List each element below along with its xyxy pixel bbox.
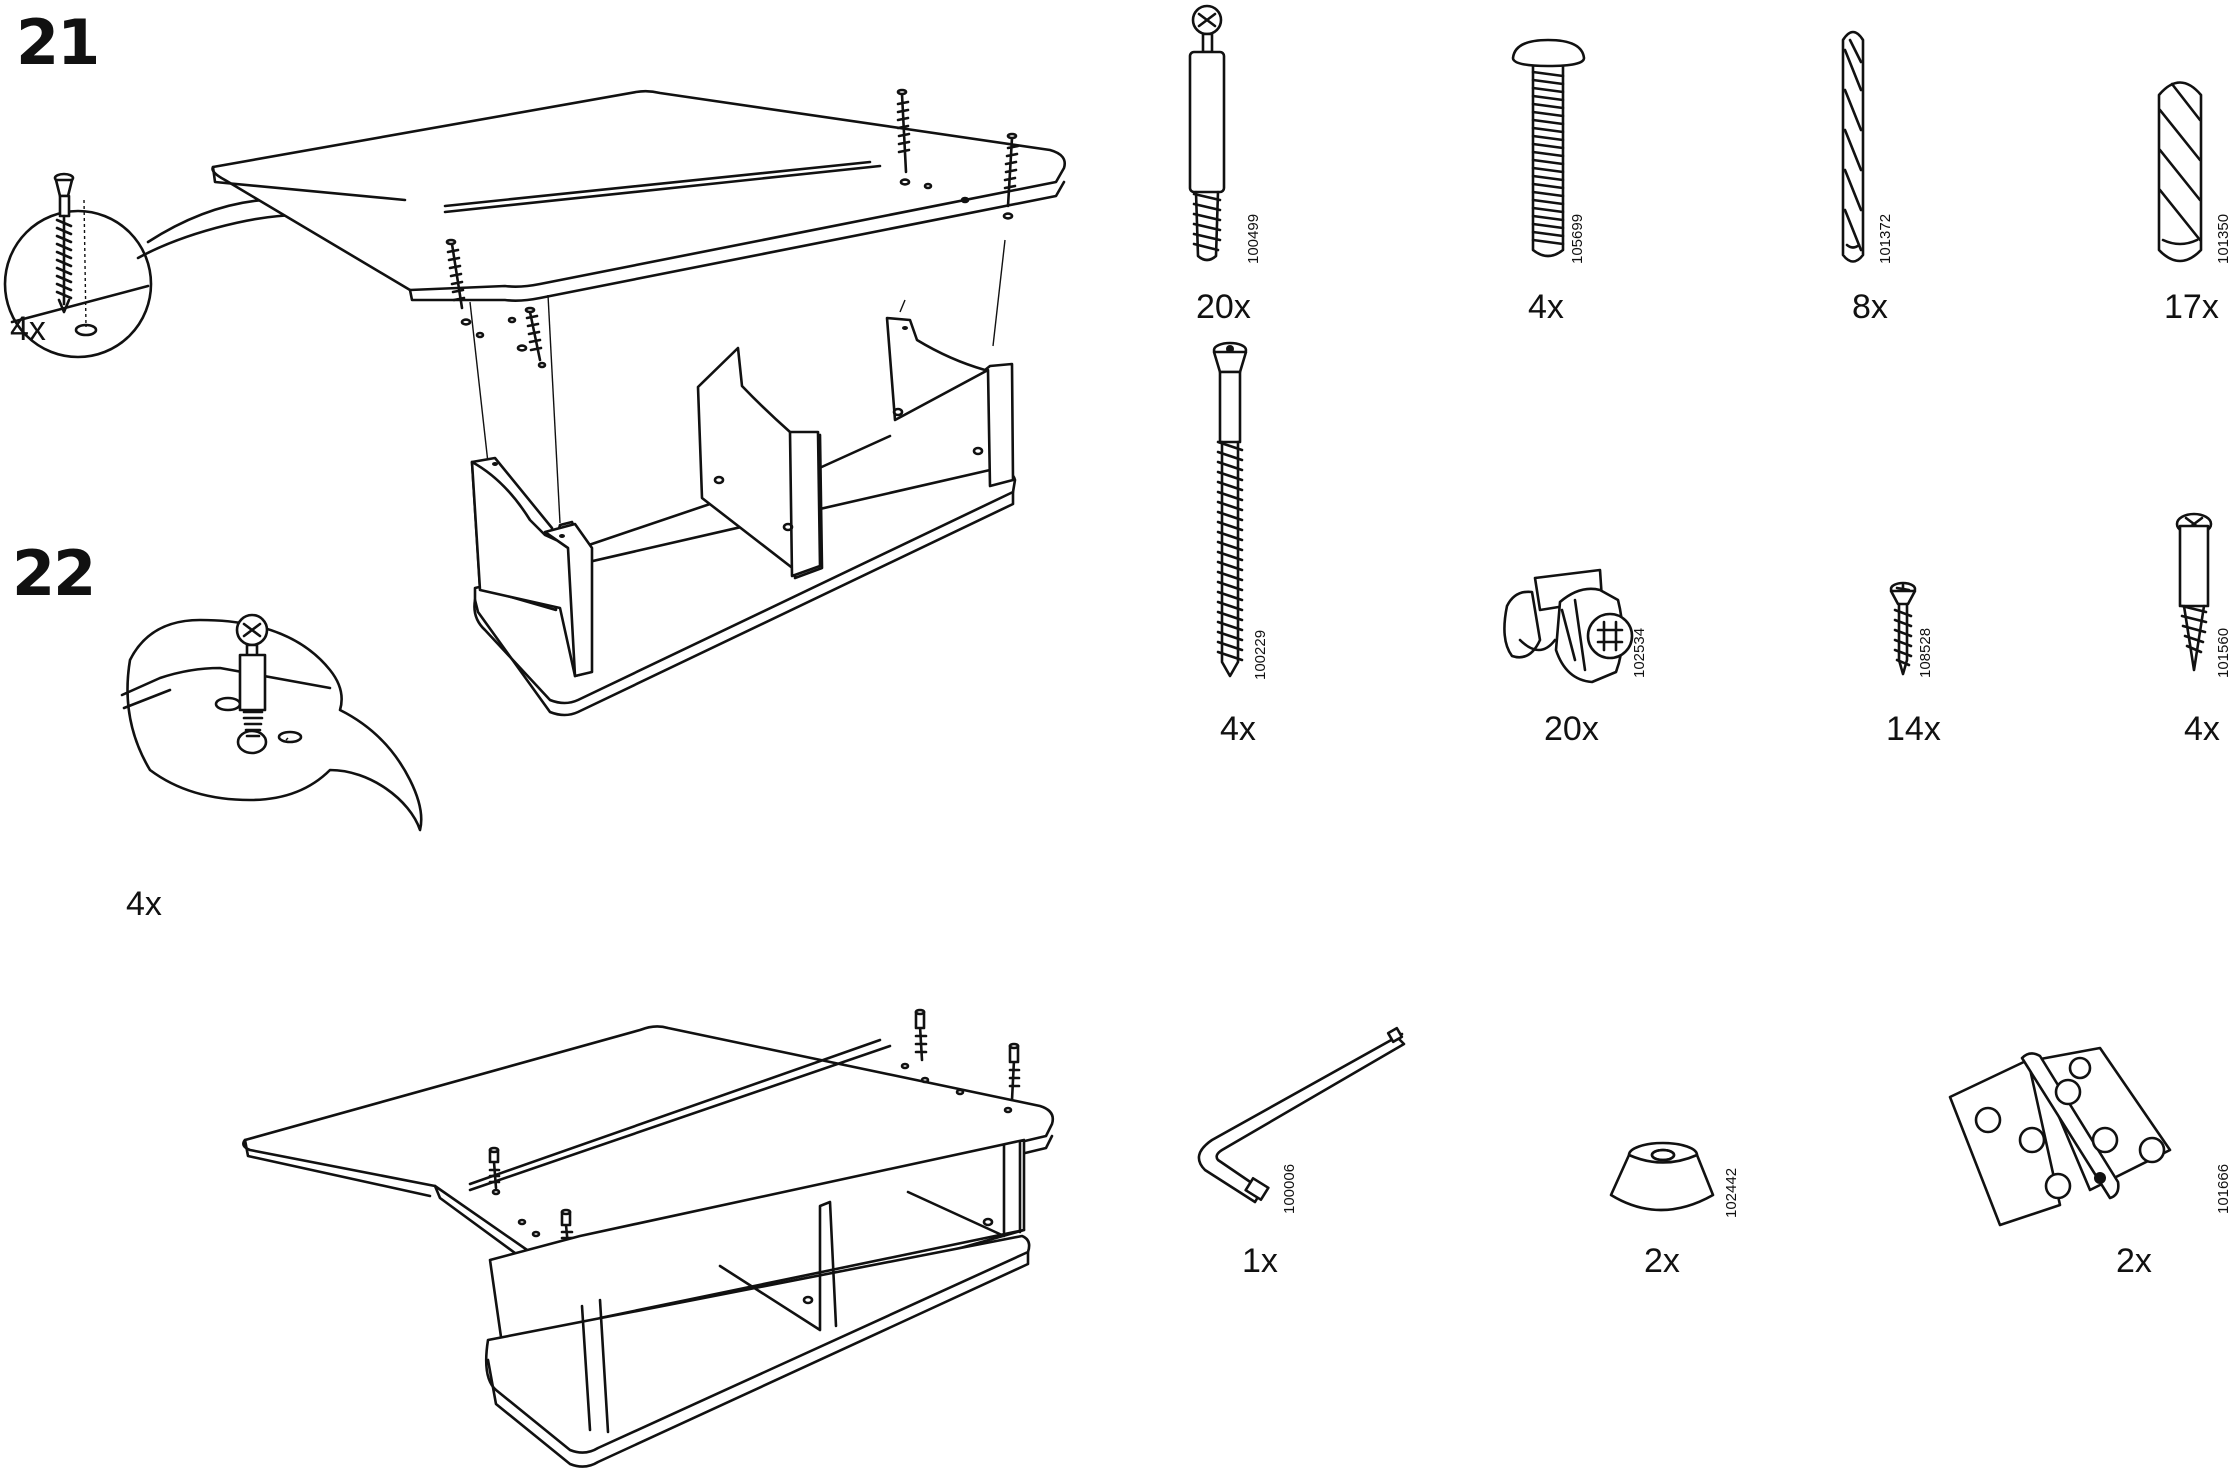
part-code-100006: 100006 [1282,1164,1297,1214]
step-22-illustration [122,615,1053,1467]
small-screw-icon [1891,583,1915,674]
step-22-callout-qty: 4x [126,887,162,921]
rubber-foot-icon [1611,1143,1713,1210]
part-code-105699: 105699 [1570,214,1585,264]
step-21-illustration [5,90,1065,715]
part-code-100229: 100229 [1253,630,1268,680]
part-code-102442: 102442 [1724,1168,1739,1218]
part-code-101350: 101350 [2216,214,2231,264]
cam-lock-icon [1504,570,1632,682]
step-21-callout-qty: 4x [10,312,46,346]
part-qty-101350: 17x [2164,290,2219,324]
part-qty-100499: 20x [1196,290,1251,324]
part-code-108528: 108528 [1918,628,1933,678]
dowel-screw-icon [2177,514,2211,670]
part-qty-108528: 14x [1886,712,1941,746]
short-dowel-icon [2159,83,2201,262]
part-qty-102442: 2x [1644,1244,1680,1278]
part-code-101372: 101372 [1878,214,1893,264]
allen-key-icon [1199,1028,1404,1202]
step-22-detail-callout [122,620,421,830]
hinge-icon [1950,1048,2170,1225]
cam-bolt-icon [1190,6,1224,260]
part-qty-101560: 4x [2184,712,2220,746]
part-qty-105699: 4x [1528,290,1564,324]
part-qty-101666: 2x [2116,1244,2152,1278]
long-screw-icon [1214,343,1246,676]
part-code-102534: 102534 [1632,628,1647,678]
long-dowel-icon [1843,32,1863,262]
part-qty-100229: 4x [1220,712,1256,746]
part-qty-102534: 20x [1544,712,1599,746]
part-code-100499: 100499 [1246,214,1261,264]
part-qty-101372: 8x [1852,290,1888,324]
part-qty-100006: 1x [1242,1244,1278,1278]
step-21-detail-callout [5,174,300,357]
part-code-101560: 101560 [2216,628,2231,678]
part-code-101666: 101666 [2216,1164,2231,1214]
